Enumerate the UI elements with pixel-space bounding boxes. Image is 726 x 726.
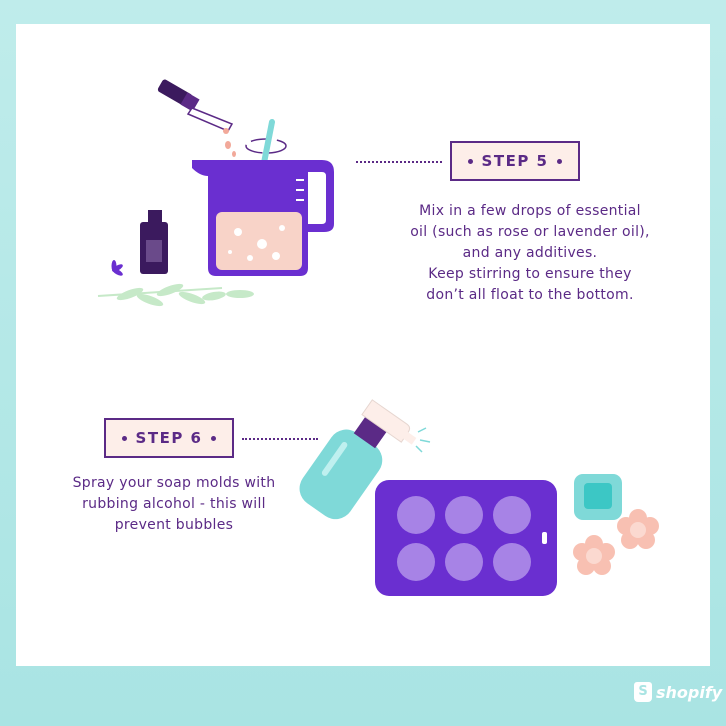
shopify-logo: S shopify [634, 682, 722, 702]
brand-name: shopify [656, 682, 723, 702]
bullet-dot [211, 435, 217, 441]
step6-connector [242, 438, 318, 440]
shopify-bag-icon: S [634, 682, 652, 702]
desc-line: oil (such as rose or lavender oil), [410, 224, 650, 240]
step6-label: STEP 6 [135, 429, 203, 447]
desc-line: don’t all float to the bottom. [426, 287, 634, 303]
desc-line: prevent bubbles [114, 517, 234, 533]
desc-line: Spray your soap molds with [72, 475, 276, 491]
step6-description: Spray your soap molds with rubbing alcoh… [62, 473, 286, 536]
step5-connector [356, 161, 442, 163]
step5-description: Mix in a few drops of essential oil (suc… [380, 201, 680, 306]
desc-line: Mix in a few drops of essential [419, 203, 641, 219]
desc-line: Keep stirring to ensure they [428, 266, 632, 282]
step6-badge: STEP 6 [104, 418, 234, 458]
desc-line: and any additives. [462, 245, 598, 261]
step5-badge: STEP 5 [450, 141, 580, 181]
desc-line: rubbing alcohol - this will [82, 496, 266, 512]
bullet-dot [121, 435, 127, 441]
bullet-dot [467, 158, 473, 164]
bullet-dot [557, 158, 563, 164]
infographic-card [16, 24, 710, 666]
step5-label: STEP 5 [481, 152, 549, 170]
